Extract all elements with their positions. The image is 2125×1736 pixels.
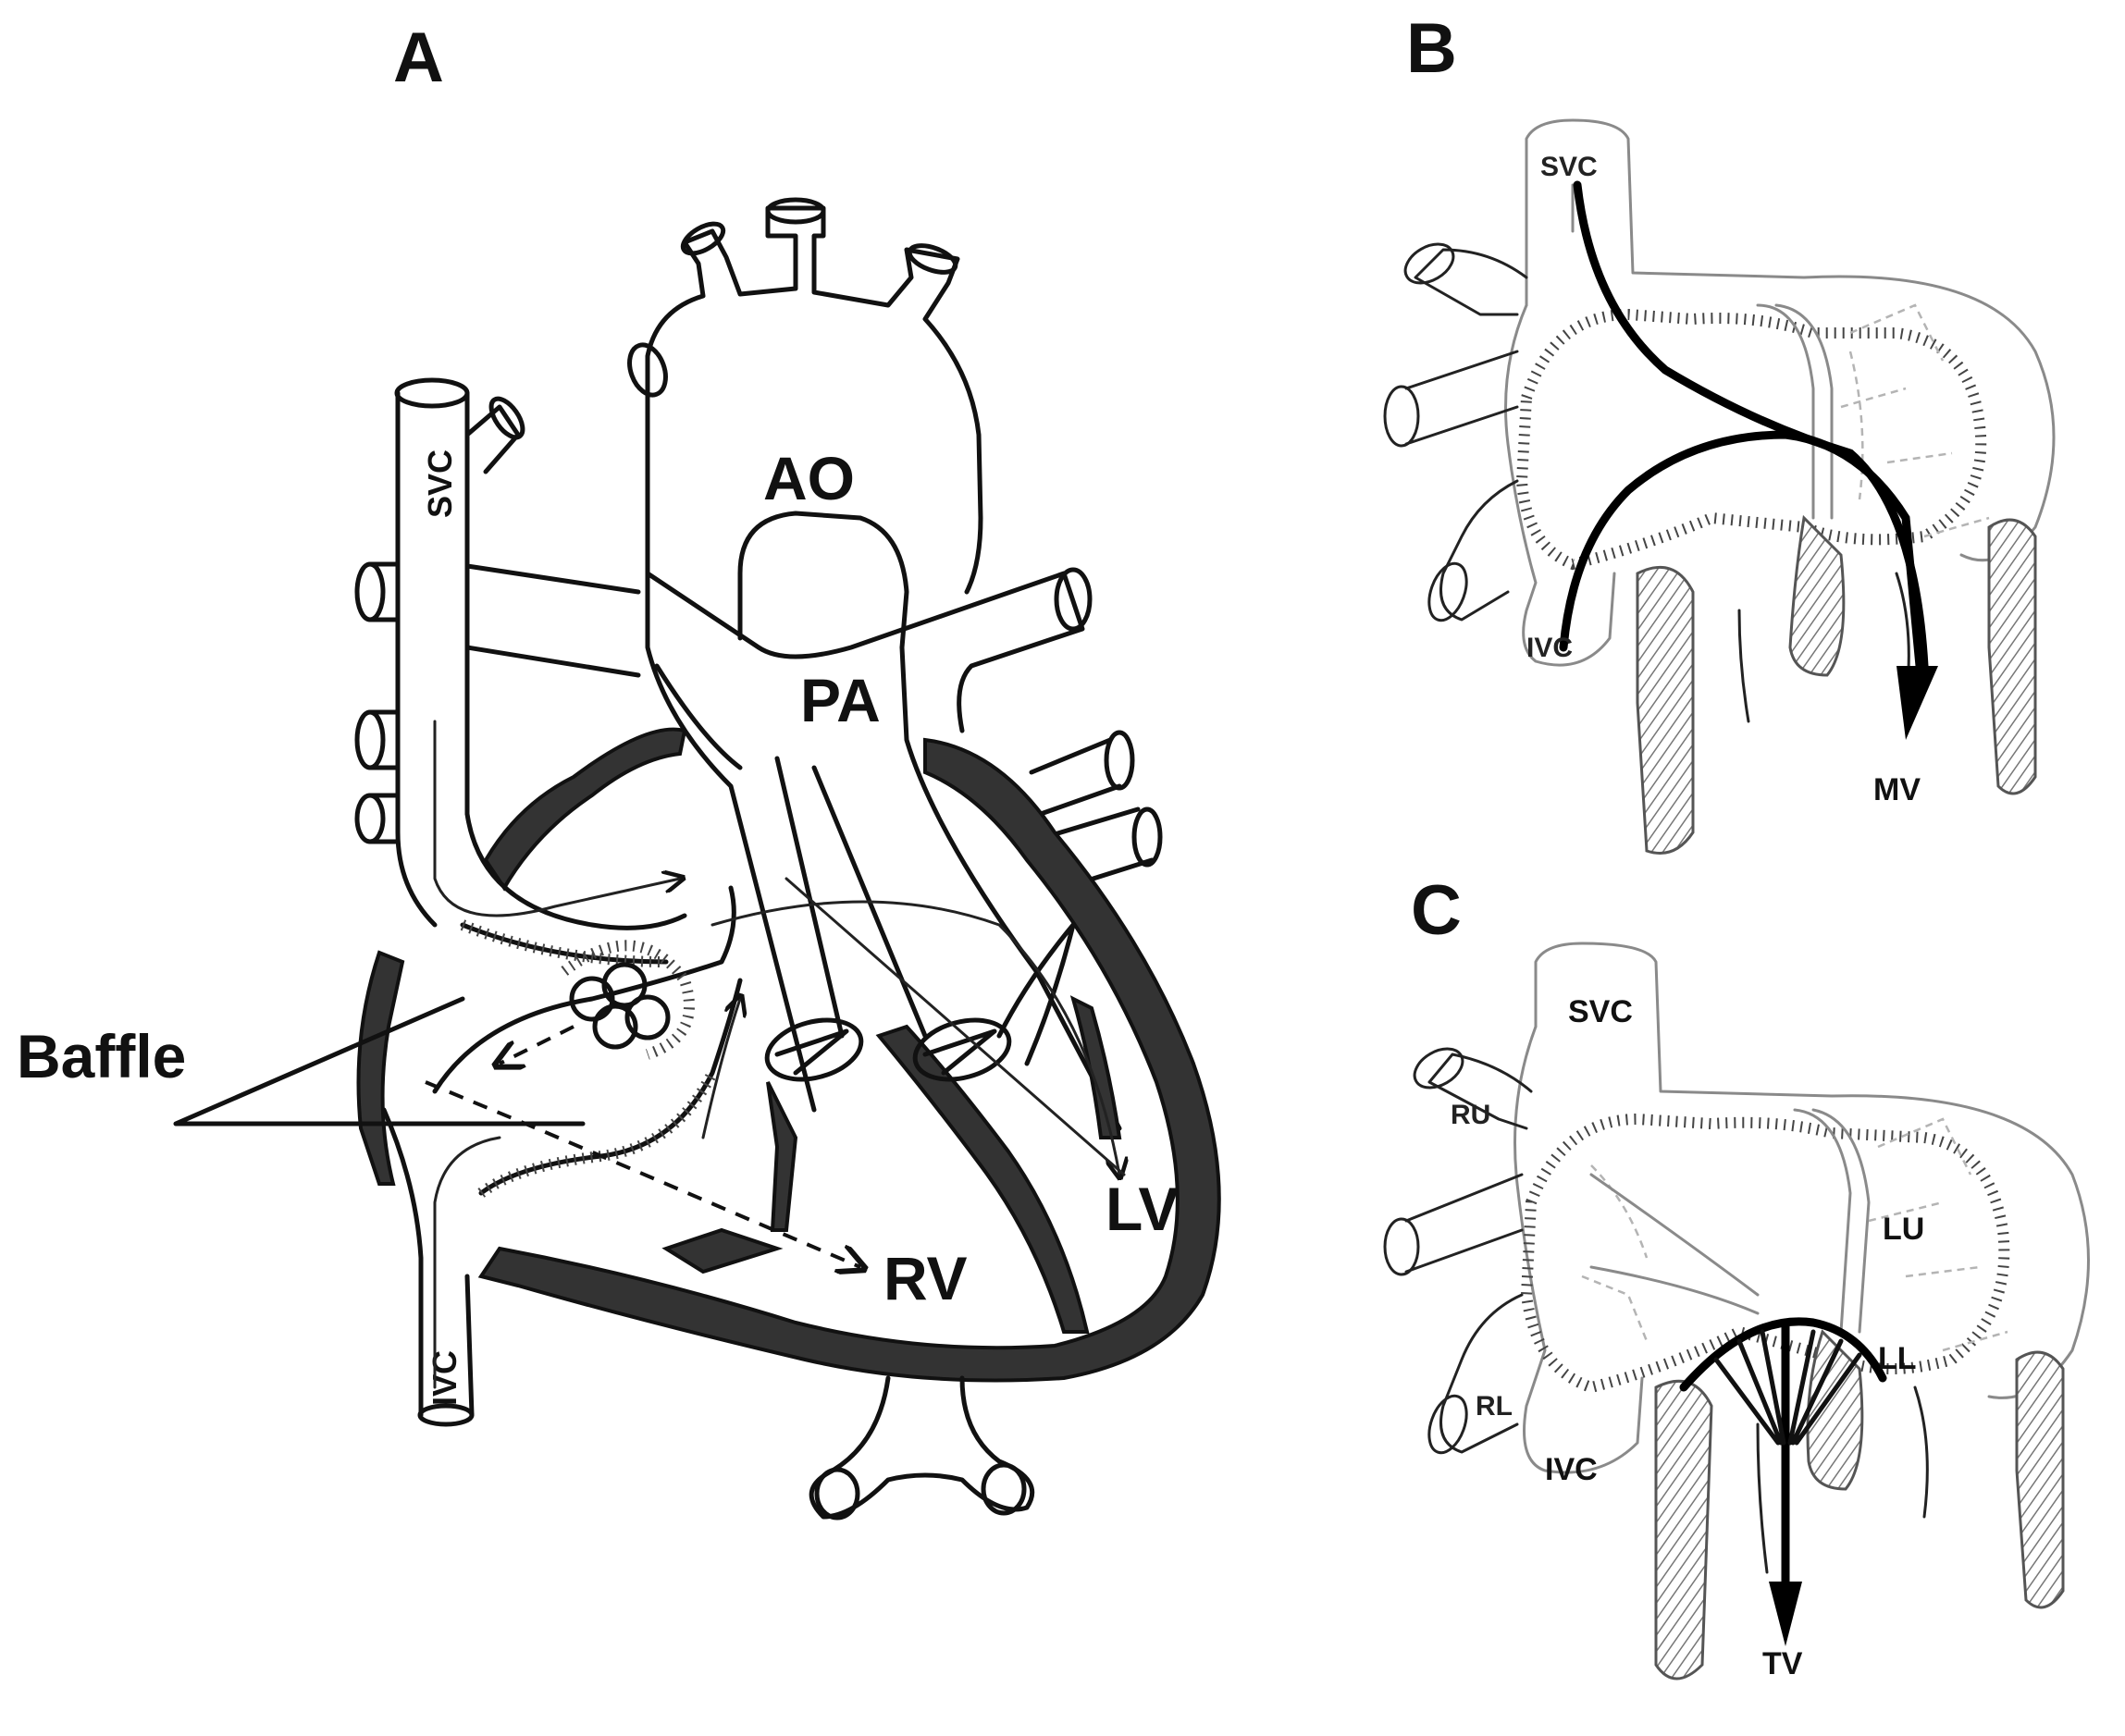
hatched-stump-b-1	[1636, 565, 1695, 855]
pulmonary-veins-right	[1029, 730, 1163, 891]
rv-label: RV	[883, 1244, 968, 1312]
hatched-stump-b-2	[1788, 514, 1846, 677]
ivc-label-c: IVC	[1545, 1452, 1598, 1487]
aorta-outline	[627, 197, 983, 650]
ll-label: LL	[1878, 1341, 1917, 1376]
svc-tube: SVC	[394, 377, 525, 928]
lu-label: LU	[1883, 1212, 1924, 1247]
panel-c-letter: C	[1411, 871, 1462, 950]
tricuspid-fan	[1679, 1317, 1887, 1646]
svc-label-a: SVC	[421, 449, 459, 518]
baffle-pointer-lines	[173, 996, 586, 1127]
panel-a-letter: A	[393, 18, 444, 97]
pulmonary-artery	[645, 567, 1093, 770]
tv-arrowhead	[1769, 1582, 1802, 1646]
flow-arrows-a	[425, 720, 1124, 1389]
atrium-outline-c	[1534, 942, 2090, 1399]
hatched-stump-c-3	[2015, 1350, 2065, 1609]
pa-label: PA	[800, 666, 881, 734]
hatched-stump-b-3	[1987, 518, 2037, 795]
heart-wall	[356, 727, 1221, 1383]
baffle-tunnel	[432, 811, 743, 1198]
atrium-outline-b	[1525, 118, 2056, 562]
panel-b-letter: B	[1406, 9, 1457, 88]
svc-label-b: SVC	[1540, 152, 1598, 182]
panel-a: A SVC	[17, 18, 1221, 1521]
suture-line-c	[1520, 1113, 2010, 1394]
mv-label: MV	[1873, 772, 1921, 807]
panel-c: C SVC IVC RU RL LU LL	[1383, 871, 2090, 1681]
ru-label: RU	[1451, 1100, 1490, 1130]
ivc-tube: IVC	[381, 1107, 475, 1427]
bottom-vessel	[809, 1375, 1035, 1521]
flow-svc-to-mv	[1573, 180, 1929, 671]
panel-b: B SVC IVC MV	[1383, 9, 2056, 855]
hatched-stump-c-1	[1654, 1379, 1713, 1681]
baffle-label: Baffle	[17, 1022, 186, 1090]
rl-label: RL	[1476, 1391, 1513, 1422]
ivc-label-b: IVC	[1526, 633, 1573, 663]
ao-label: AO	[763, 444, 855, 512]
svc-label-c: SVC	[1568, 994, 1633, 1029]
semilunar-valves	[764, 922, 1076, 1082]
pulmonary-veins-left	[354, 561, 641, 844]
lv-label: LV	[1106, 1175, 1179, 1243]
tv-label: TV	[1762, 1646, 1803, 1681]
flow-ivc-to-mv	[1559, 430, 1924, 671]
ivc-label-a: IVC	[426, 1350, 463, 1406]
mv-arrowhead	[1896, 666, 1938, 740]
